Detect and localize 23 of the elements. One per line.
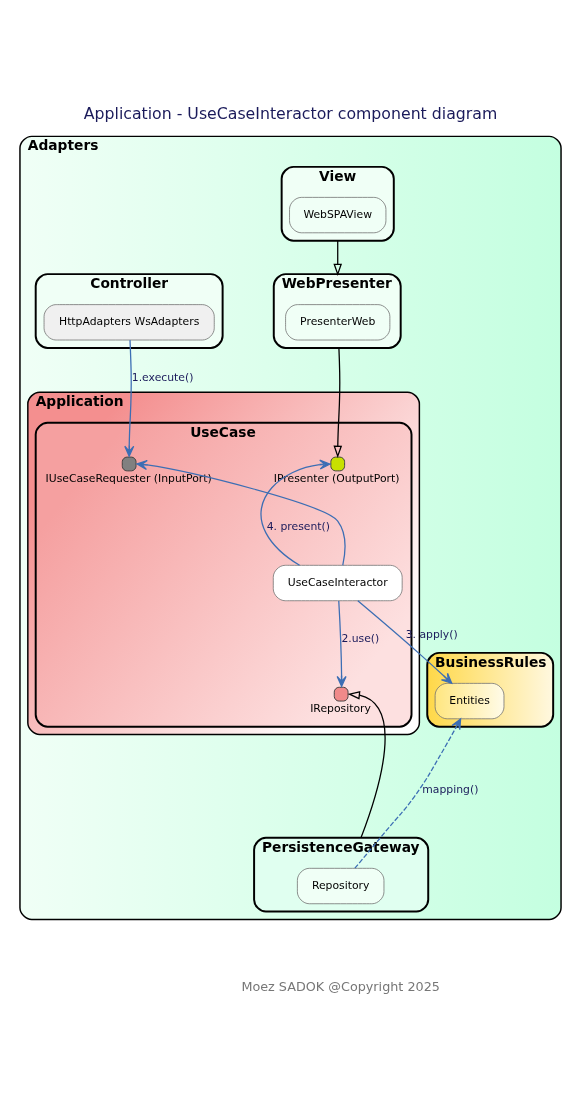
node-box: Repository bbox=[297, 867, 385, 904]
diagram-title: Application - UseCaseInteractor component diagram bbox=[83, 103, 498, 123]
edge-label: mapping() bbox=[422, 782, 479, 796]
arrow bbox=[136, 459, 346, 566]
node-box: Entities bbox=[434, 682, 505, 719]
node-box: HttpAdapters WsAdapters bbox=[43, 303, 215, 340]
node-box: PresenterWeb bbox=[285, 303, 391, 340]
arrow bbox=[260, 459, 331, 566]
node-box: WebSPAView bbox=[289, 196, 387, 233]
node-box: UseCaseInteractor bbox=[272, 564, 403, 601]
arrow bbox=[333, 346, 343, 458]
caption: Moez SADOK @Copyright 2025 bbox=[241, 978, 440, 994]
edge-label: 2.use() bbox=[341, 631, 380, 645]
edge-label: 4. present() bbox=[266, 519, 331, 533]
node-label: IRepository bbox=[310, 701, 371, 715]
edge-label: 1.execute() bbox=[131, 370, 194, 384]
arrow bbox=[333, 239, 343, 276]
arrow bbox=[357, 599, 453, 684]
arrow bbox=[347, 690, 386, 838]
arrow bbox=[354, 717, 462, 869]
node-label: IUseCaseRequester (InputPort) bbox=[45, 471, 212, 484]
arrow bbox=[336, 599, 347, 687]
arrow bbox=[124, 339, 135, 457]
